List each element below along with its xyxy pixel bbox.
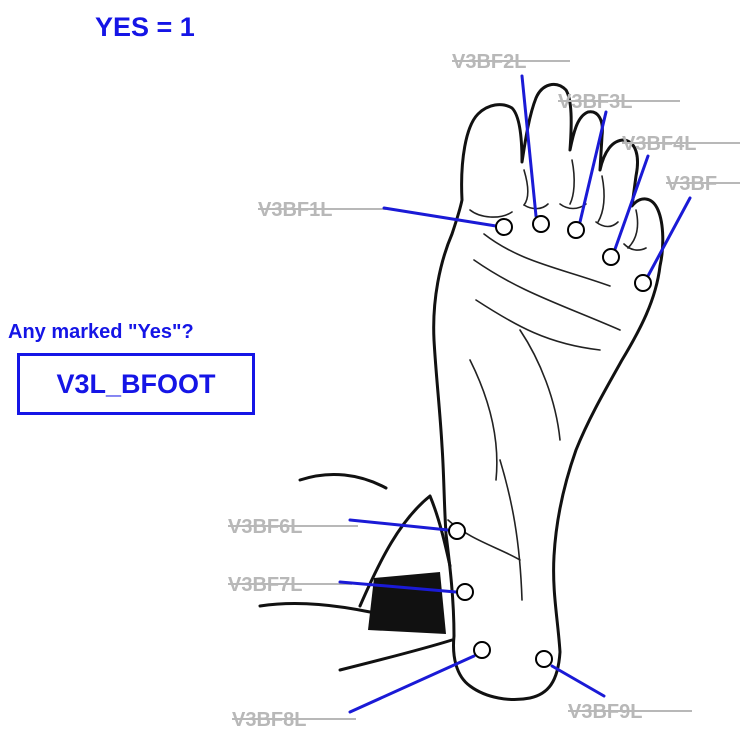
marker-v3bf8l[interactable]: V3BF8L (232, 642, 490, 731)
marker-v3bf2l[interactable]: V3BF2L (452, 51, 570, 232)
marker-v3bf1l[interactable]: V3BF1L (258, 199, 512, 235)
marker-circle[interactable] (635, 275, 651, 291)
marker-circle[interactable] (457, 584, 473, 600)
marker-circle[interactable] (449, 523, 465, 539)
shadow-patch (368, 572, 446, 634)
leader-line (552, 666, 604, 696)
marker-v3bf6l[interactable]: V3BF6L (228, 516, 465, 539)
leader-line (384, 208, 496, 226)
leader-line (350, 656, 474, 712)
marker-v3bf3l[interactable]: V3BF3L (558, 91, 680, 238)
marker-circle[interactable] (568, 222, 584, 238)
marker-circle[interactable] (536, 651, 552, 667)
leader-line (614, 156, 648, 252)
marker-circle[interactable] (496, 219, 512, 235)
marker-v3bf5l[interactable]: V3BF (635, 173, 740, 291)
foot-illustration (260, 84, 663, 699)
marker-circle[interactable] (533, 216, 549, 232)
marker-v3bf4l[interactable]: V3BF4L (603, 133, 740, 265)
leader-line (648, 198, 690, 276)
marker-circle[interactable] (474, 642, 490, 658)
marker-circle[interactable] (603, 249, 619, 265)
